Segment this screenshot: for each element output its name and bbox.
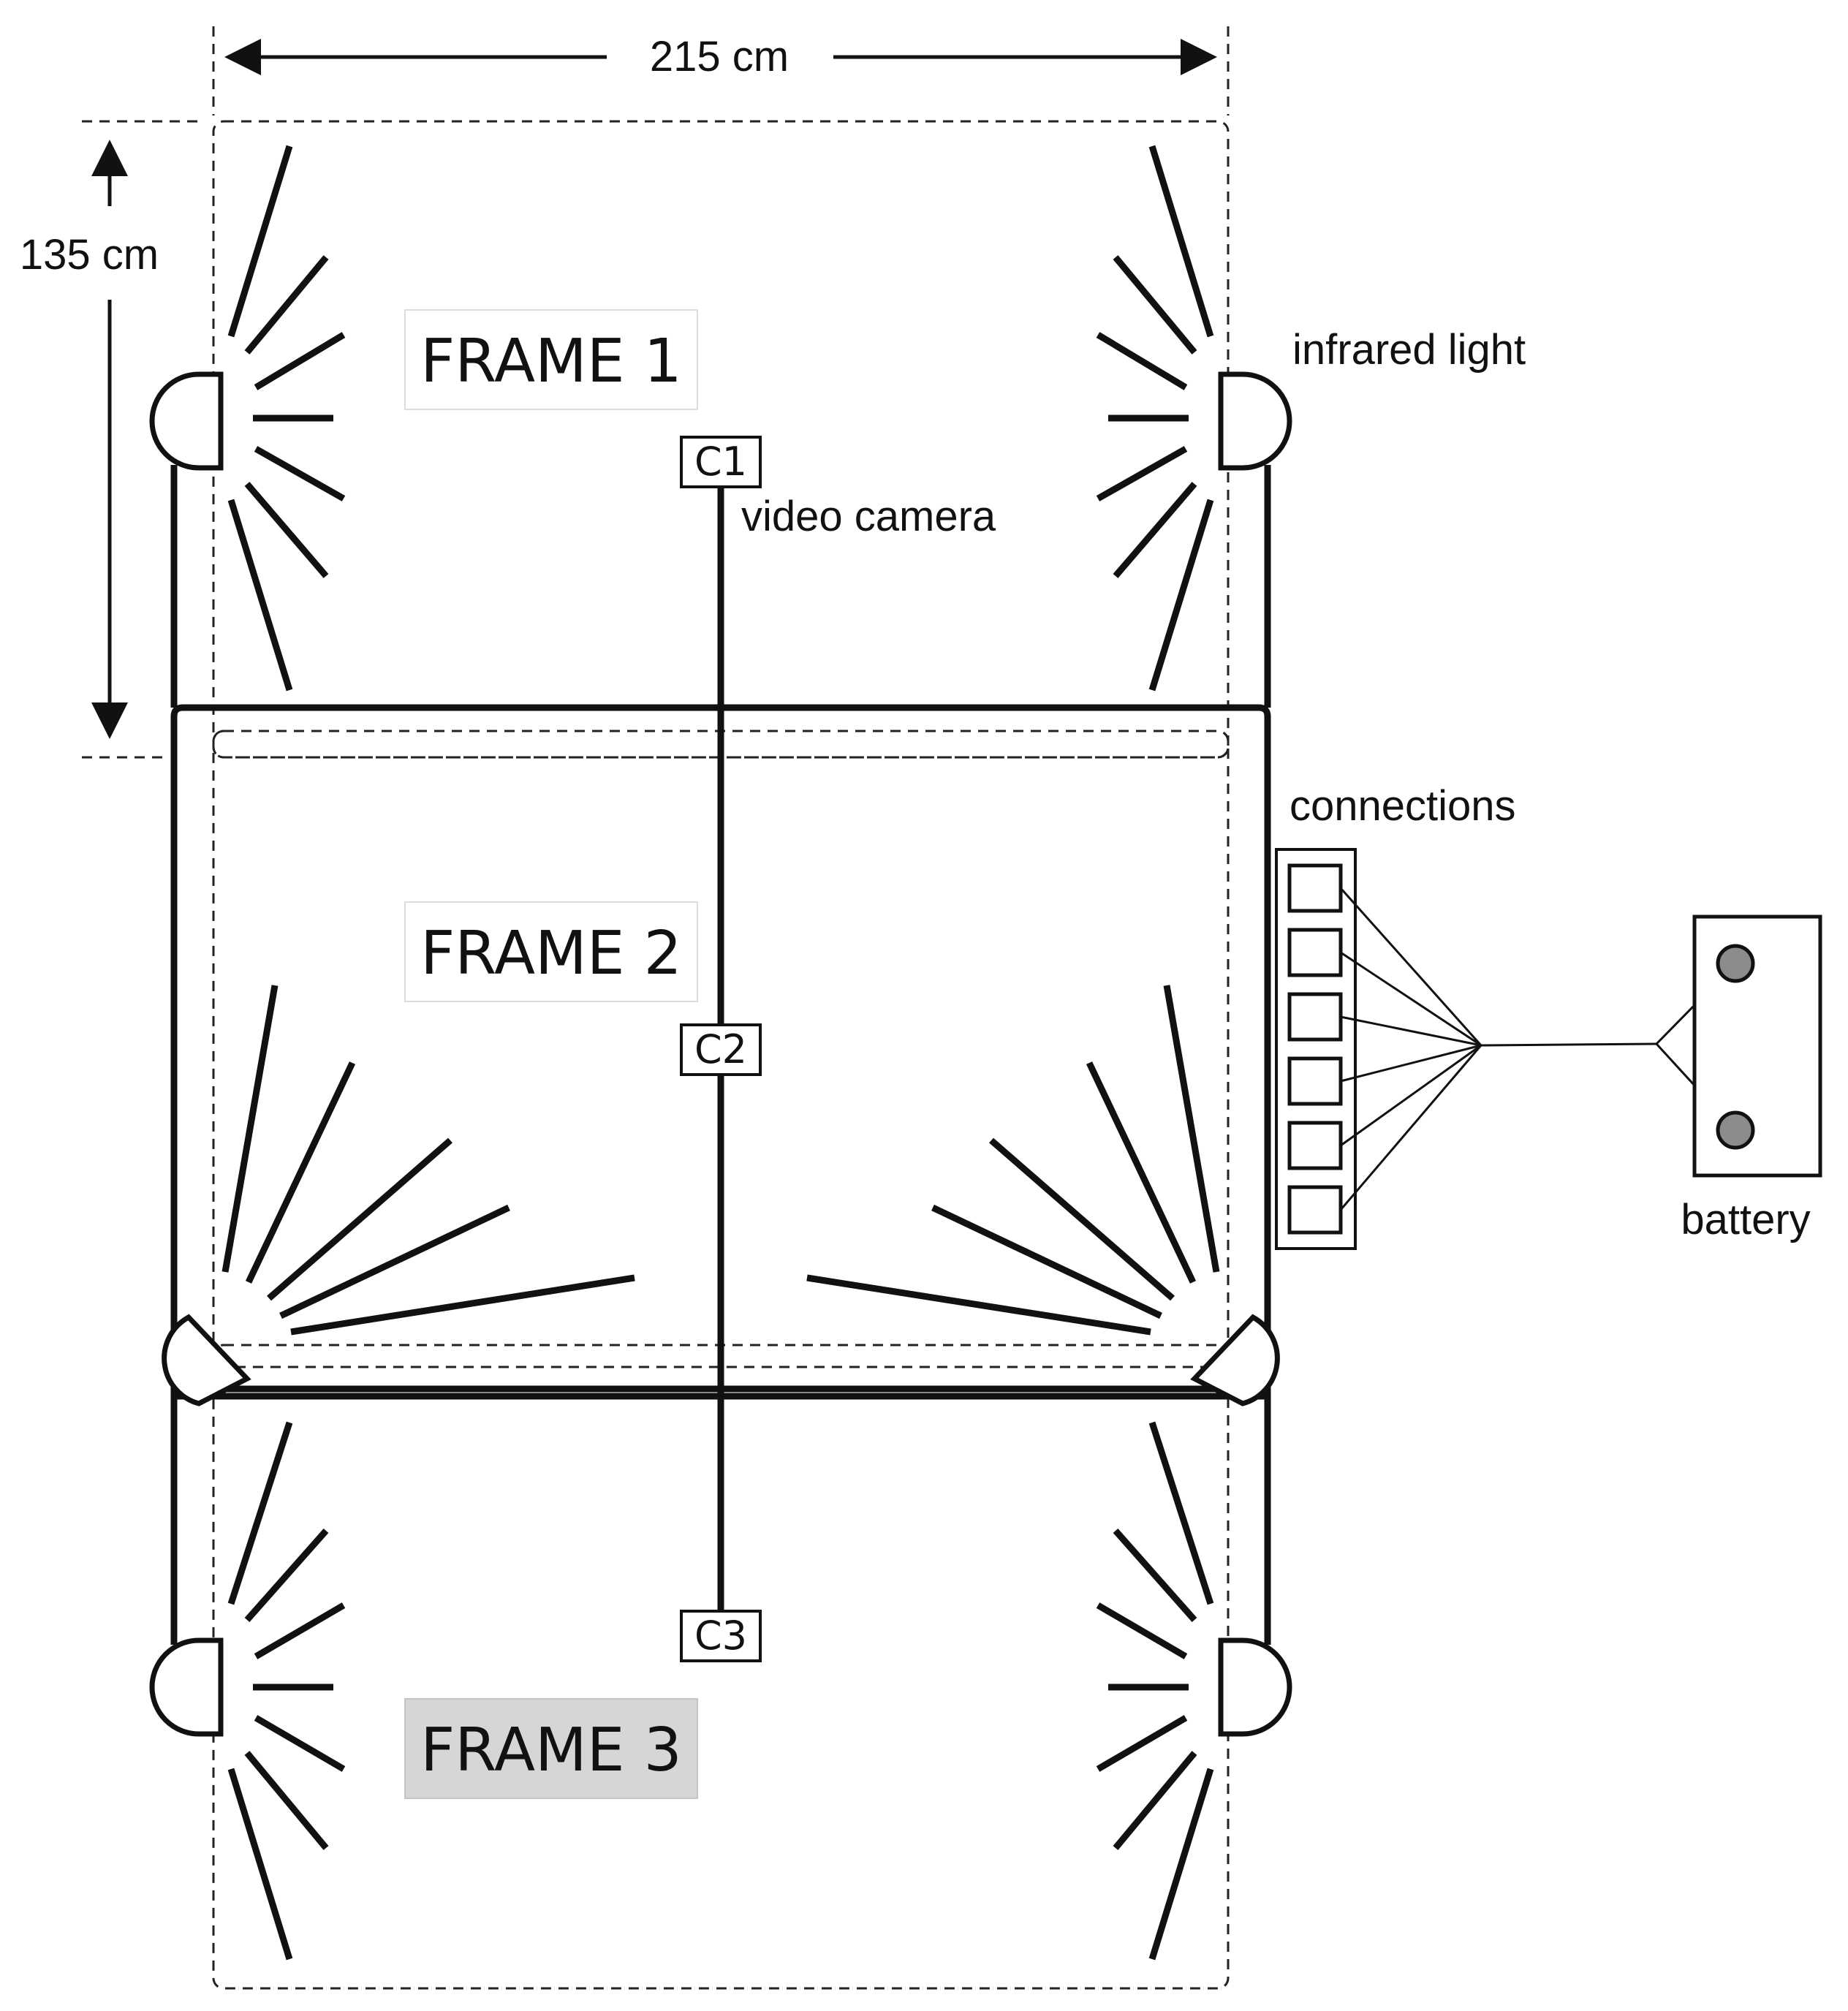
frame-1-label-box — [404, 309, 698, 410]
frame-3-label: FRAME 3 — [420, 1716, 682, 1785]
camera-c2-label: C2 — [694, 1026, 747, 1072]
lamp-housing — [1218, 1637, 1292, 1737]
height-label: 135 cm — [20, 231, 159, 279]
infrared-light-mid-right — [806, 985, 1280, 1406]
camera-c1-label: C1 — [694, 439, 747, 485]
height-dimension: 135 cm — [20, 120, 203, 759]
width-label: 215 cm — [650, 33, 789, 80]
lamp-housing — [1218, 371, 1292, 471]
camera-c3-box — [680, 1610, 762, 1662]
wire — [1340, 1044, 1482, 1147]
wire — [1340, 1015, 1482, 1047]
battery-body — [1692, 914, 1822, 1178]
cameras: C1 C2 C3 — [680, 436, 762, 1662]
connection-port — [1287, 1121, 1343, 1170]
lamp-housing — [149, 1637, 224, 1737]
frame-2-label: FRAME 2 — [420, 919, 682, 988]
frame-2-label-box — [404, 901, 698, 1002]
video-camera-label: video camera — [741, 493, 996, 540]
camera-c3-label: C3 — [694, 1613, 747, 1659]
infrared-light-label: infrared light — [1292, 326, 1526, 374]
frame-1-label: FRAME 1 — [420, 327, 682, 396]
connection-port — [1287, 1056, 1343, 1106]
lamp-housing — [149, 371, 224, 471]
connection-port — [1287, 992, 1343, 1042]
wire — [1339, 1045, 1482, 1211]
wire — [1339, 887, 1482, 1046]
battery-terminal-negative — [1716, 1110, 1755, 1150]
lamp-housing — [1190, 1314, 1280, 1406]
connections-block: connections — [1275, 782, 1737, 1250]
connection-port — [1287, 928, 1343, 977]
connections-housing — [1275, 848, 1357, 1250]
infrared-light-top-right — [1096, 145, 1292, 692]
wire — [1340, 1044, 1482, 1083]
infrared-light-mid-left — [162, 985, 635, 1406]
wire — [1340, 951, 1482, 1047]
camera-c2-box — [680, 1023, 762, 1076]
infrared-light-top-left — [149, 145, 346, 692]
lamp-housing — [162, 1314, 251, 1406]
frame-labels: FRAME 1 FRAME 2 FRAME 3 — [404, 309, 698, 1799]
frame-3-label-box — [404, 1698, 698, 1799]
main-wire — [1480, 1042, 1657, 1047]
infrared-light-bottom-left — [149, 1421, 346, 1961]
battery-label: battery — [1681, 1196, 1810, 1243]
width-dimension: 215 cm — [212, 26, 1230, 115]
connection-port — [1287, 1185, 1343, 1235]
battery-terminal-positive — [1716, 944, 1755, 983]
connection-port — [1287, 863, 1343, 913]
battery: battery — [1681, 914, 1822, 1243]
connections-label: connections — [1290, 782, 1516, 830]
infrared-light-bottom-right — [1096, 1421, 1292, 1961]
camera-c1-box — [680, 436, 762, 488]
